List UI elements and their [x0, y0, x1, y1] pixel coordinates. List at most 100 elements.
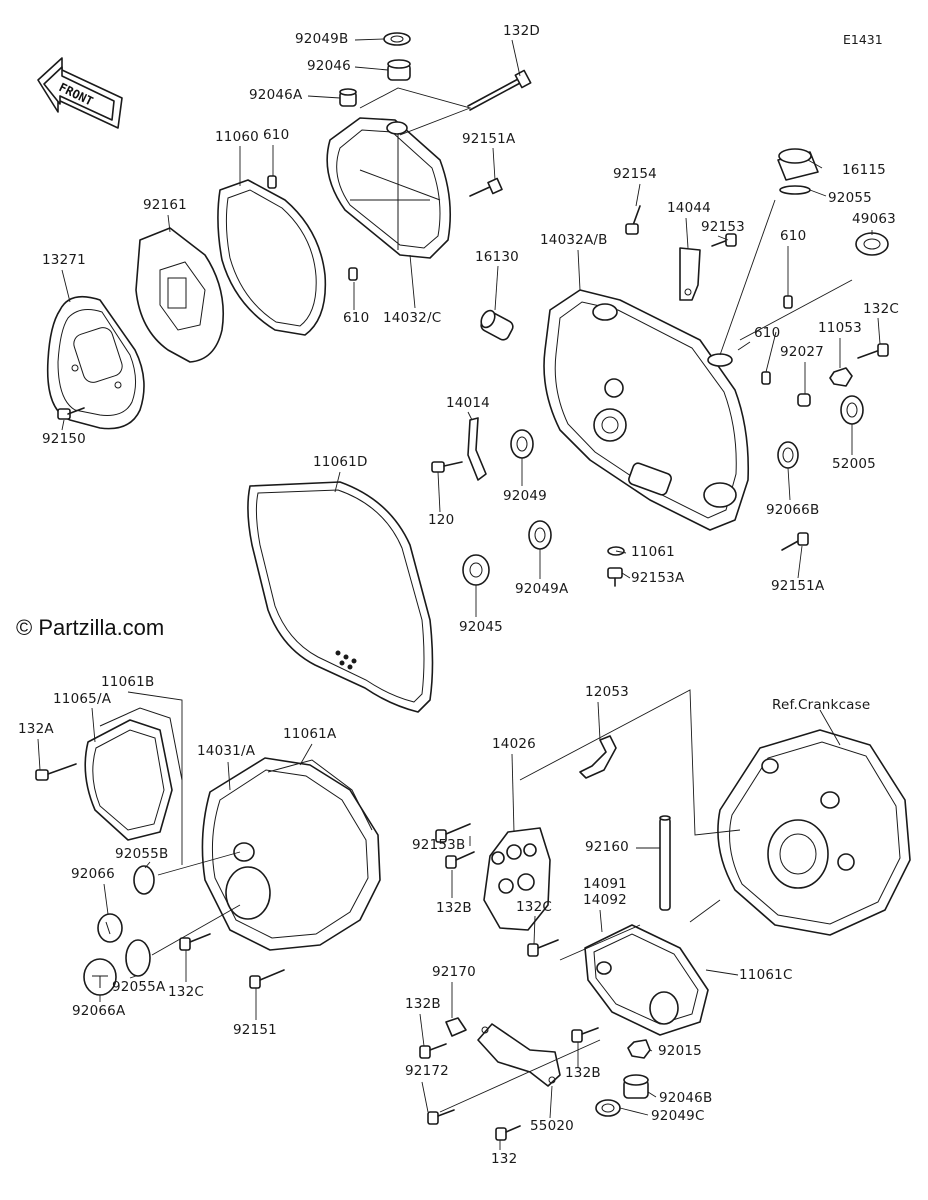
part-92055b-o-ring[interactable]: [133, 865, 155, 895]
part-55020-plate[interactable]: [477, 1023, 561, 1087]
part-number-label[interactable]: 14032A/B: [540, 232, 608, 248]
part-number-label[interactable]: 132C: [168, 984, 204, 1000]
part-92153b-bolt[interactable]: [435, 823, 471, 843]
part-610-dowel[interactable]: [761, 371, 771, 385]
part-number-label[interactable]: 92027: [780, 344, 824, 360]
part-number-label[interactable]: 92049A: [515, 581, 569, 597]
part-number-label[interactable]: 92049C: [651, 1108, 705, 1124]
part-number-label[interactable]: 14026: [492, 736, 536, 752]
part-92151a-bolt[interactable]: [469, 177, 503, 197]
part-92153-bolt[interactable]: [711, 233, 737, 247]
part-number-label[interactable]: 92046B: [659, 1090, 712, 1106]
part-number-label[interactable]: 49063: [852, 211, 896, 227]
part-132d-bolt[interactable]: [467, 69, 532, 111]
part-number-label[interactable]: 92066A: [72, 1003, 126, 1019]
part-number-label[interactable]: 610: [343, 310, 369, 326]
part-92049c-seal[interactable]: [595, 1099, 621, 1117]
part-number-label[interactable]: 16115: [842, 162, 886, 178]
part-number-label[interactable]: 132C: [516, 899, 552, 915]
part-11053-nut[interactable]: [829, 367, 853, 387]
part-number-label[interactable]: 92150: [42, 431, 86, 447]
part-number-label[interactable]: 92151: [233, 1022, 277, 1038]
part-92151-bolt[interactable]: [249, 969, 285, 989]
part-number-label[interactable]: 132D: [503, 23, 540, 39]
part-number-label[interactable]: 92055: [828, 190, 872, 206]
part-92027-collar[interactable]: [797, 393, 811, 407]
part-132c-bolt[interactable]: [179, 933, 211, 951]
part-610-dowel[interactable]: [783, 295, 793, 309]
part-11060-gasket[interactable]: [217, 179, 327, 336]
part-120-screw[interactable]: [431, 461, 463, 473]
part-number-label[interactable]: 92066B: [766, 502, 819, 518]
part-number-label[interactable]: 132A: [18, 721, 54, 737]
part-number-label[interactable]: 92153: [701, 219, 745, 235]
part-number-label[interactable]: 92153A: [631, 570, 685, 586]
part-11061-washer[interactable]: [607, 546, 625, 556]
part-number-label[interactable]: 11061A: [283, 726, 337, 742]
part-132c-bolt[interactable]: [857, 343, 889, 359]
part-number-label[interactable]: 52005: [832, 456, 876, 472]
part-11061d-gasket[interactable]: [247, 481, 434, 713]
part-92046b-bearing[interactable]: [623, 1074, 649, 1099]
part-number-label[interactable]: 11061D: [313, 454, 368, 470]
part-92055-o-ring[interactable]: [779, 185, 811, 195]
part-number-label[interactable]: 14091: [583, 876, 627, 892]
part-92066-plug[interactable]: [97, 913, 123, 943]
part-14032a-b-cover[interactable]: [543, 289, 750, 531]
part-92151a-bolt[interactable]: [781, 532, 809, 551]
part-11065-a-cover[interactable]: [84, 719, 173, 841]
part-number-label[interactable]: 11053: [818, 320, 862, 336]
part-12053-arm[interactable]: [579, 735, 617, 779]
part-number-label[interactable]: 14044: [667, 200, 711, 216]
part-number-label[interactable]: 132B: [405, 996, 441, 1012]
part-49063-seal[interactable]: [855, 232, 889, 256]
part-number-label[interactable]: 92046: [307, 58, 351, 74]
part-number-label[interactable]: 92015: [658, 1043, 702, 1059]
part-132c-bolt[interactable]: [527, 939, 559, 957]
part-number-label[interactable]: 55020: [530, 1118, 574, 1134]
part-92154-bolt[interactable]: [625, 205, 641, 235]
part-132b-bolt[interactable]: [445, 851, 475, 869]
part-number-label[interactable]: 11060: [215, 129, 259, 145]
part-number-label[interactable]: 132: [491, 1151, 517, 1167]
part-14026-cover[interactable]: [483, 827, 551, 931]
part-132a-bolt[interactable]: [35, 763, 77, 781]
part-92160-rod[interactable]: [659, 815, 671, 911]
part-number-label[interactable]: 14031/A: [197, 743, 256, 759]
part-number-label[interactable]: 92049: [503, 488, 547, 504]
part-number-label[interactable]: 92066: [71, 866, 115, 882]
part-number-label[interactable]: 11065/A: [53, 691, 112, 707]
part-132b-bolt[interactable]: [419, 1043, 447, 1059]
part-92046a-bearing[interactable]: [339, 88, 357, 107]
part-number-label[interactable]: 132C: [863, 301, 899, 317]
part-number-label[interactable]: 92160: [585, 839, 629, 855]
part-132-bolt[interactable]: [495, 1125, 521, 1141]
part-92172-bolt[interactable]: [427, 1109, 455, 1125]
part-number-label[interactable]: 11061C: [739, 967, 793, 983]
part-number-label[interactable]: 92055B: [115, 846, 168, 862]
part-11061a-gasket[interactable]: [267, 759, 373, 831]
part-number-label[interactable]: 14092: [583, 892, 627, 908]
part-92049-seal[interactable]: [510, 429, 534, 459]
part-number-label[interactable]: 92153B: [412, 837, 465, 853]
part-92045-bearing[interactable]: [462, 554, 490, 586]
part-92150-bolt[interactable]: [57, 407, 85, 420]
part-92170-plate[interactable]: [445, 1017, 467, 1037]
part-number-label[interactable]: 92161: [143, 197, 187, 213]
part-number-label[interactable]: 92049B: [295, 31, 348, 47]
part-92055a-o-ring[interactable]: [125, 939, 151, 977]
part-52005-seal[interactable]: [840, 395, 864, 425]
part-11061b-gasket[interactable]: [99, 707, 183, 781]
part-number-label[interactable]: 610: [780, 228, 806, 244]
part-number-label[interactable]: 92046A: [249, 87, 303, 103]
part-92049a-seal[interactable]: [528, 520, 552, 550]
part-610-dowel[interactable]: [267, 175, 277, 189]
part-number-label[interactable]: 13271: [42, 252, 86, 268]
part-number-label[interactable]: 92045: [459, 619, 503, 635]
part-number-label[interactable]: 11061: [631, 544, 675, 560]
part-number-label[interactable]: 132B: [436, 900, 472, 916]
part-number-label[interactable]: 11061B: [101, 674, 154, 690]
part-number-label[interactable]: 610: [754, 325, 780, 341]
part-number-label[interactable]: 92154: [613, 166, 657, 182]
part-number-label[interactable]: 92172: [405, 1063, 449, 1079]
